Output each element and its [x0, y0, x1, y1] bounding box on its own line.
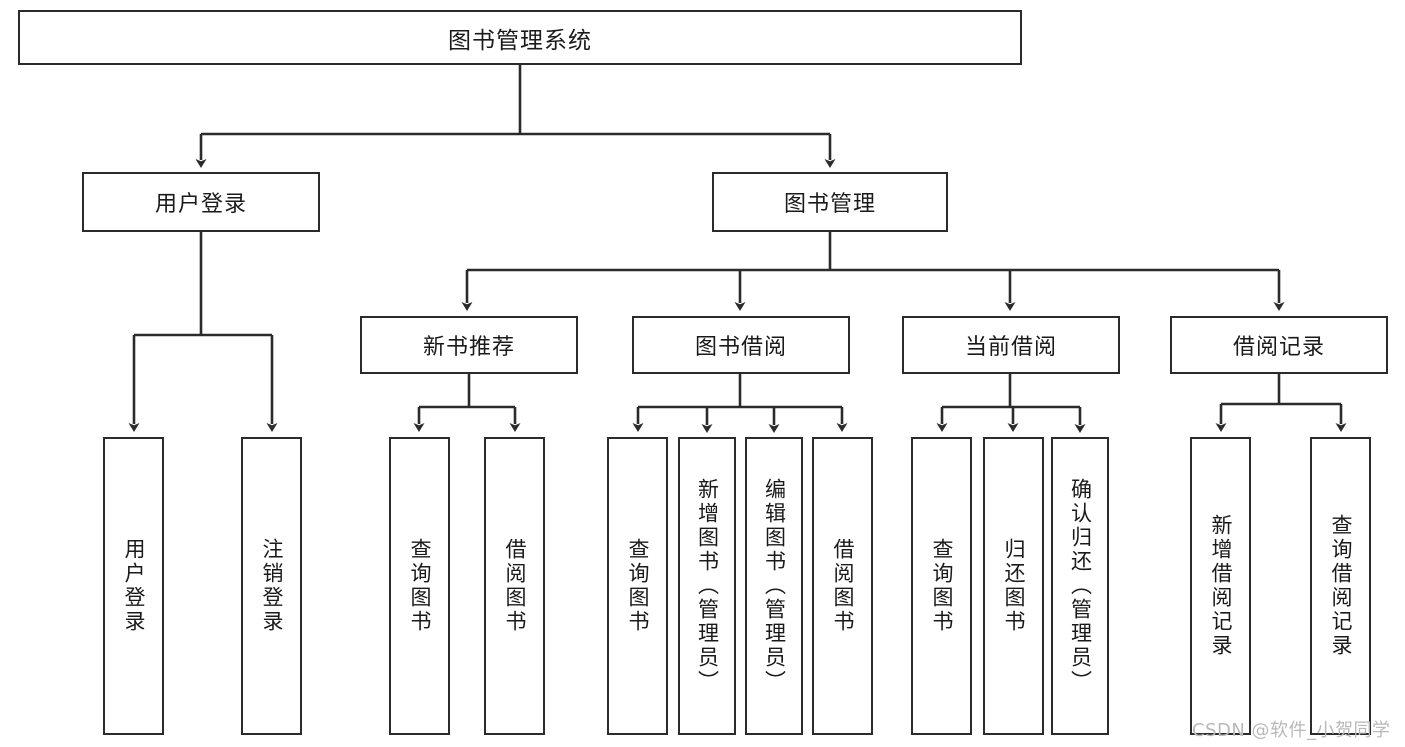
node-label: 当前借阅 — [964, 335, 1057, 360]
leaf-user-login[interactable]: 用户登录 — [103, 437, 164, 735]
node-root-system[interactable]: 图书管理系统 — [18, 10, 1022, 65]
node-label: 查询借阅记录 — [1329, 514, 1353, 658]
node-label: 图书借阅 — [694, 335, 787, 360]
node-label: 新书推荐 — [422, 335, 515, 360]
leaf-query-book-borrow[interactable]: 查询图书 — [607, 437, 668, 735]
node-label: 确认归还（管理员） — [1068, 478, 1093, 694]
node-book-management[interactable]: 图书管理 — [712, 172, 948, 232]
node-user-login[interactable]: 用户登录 — [82, 172, 320, 232]
node-book-borrow[interactable]: 图书借阅 — [632, 316, 850, 374]
node-label: 编辑图书（管理员） — [762, 478, 787, 694]
node-label: 归还图书 — [1002, 538, 1026, 634]
node-label: 查询图书 — [930, 538, 954, 634]
leaf-borrow-book-recommend[interactable]: 借阅图书 — [484, 437, 545, 735]
node-label: 图书管理 — [783, 192, 876, 217]
leaf-query-book-recommend[interactable]: 查询图书 — [389, 437, 450, 735]
csdn-watermark: CSDN @软件_小贺同学 — [1192, 720, 1391, 741]
node-label: 用户登录 — [122, 538, 146, 634]
node-label: 借阅图书 — [503, 538, 527, 634]
node-label: 查询图书 — [626, 538, 650, 634]
node-current-borrow[interactable]: 当前借阅 — [902, 316, 1120, 374]
leaf-query-book-current[interactable]: 查询图书 — [911, 437, 972, 735]
leaf-edit-book-admin[interactable]: 编辑图书（管理员） — [745, 437, 803, 735]
node-label: 借阅图书 — [831, 538, 855, 634]
node-new-book-recommend[interactable]: 新书推荐 — [360, 316, 578, 374]
node-label: 图书管理系统 — [448, 27, 592, 54]
node-label: 新增图书（管理员） — [695, 478, 720, 694]
leaf-return-book[interactable]: 归还图书 — [983, 437, 1044, 735]
node-label: 借阅记录 — [1232, 335, 1325, 360]
leaf-add-book-admin[interactable]: 新增图书（管理员） — [678, 437, 736, 735]
leaf-add-borrow-record[interactable]: 新增借阅记录 — [1190, 437, 1251, 735]
leaf-query-borrow-record[interactable]: 查询借阅记录 — [1310, 437, 1371, 735]
node-borrow-record[interactable]: 借阅记录 — [1170, 316, 1388, 374]
node-label: 用户登录 — [154, 192, 247, 217]
leaf-confirm-return-admin[interactable]: 确认归还（管理员） — [1051, 437, 1109, 735]
leaf-logout[interactable]: 注销登录 — [241, 437, 302, 735]
node-label: 新增借阅记录 — [1209, 514, 1233, 658]
node-label: 查询图书 — [408, 538, 432, 634]
node-label: 注销登录 — [260, 538, 284, 634]
leaf-borrow-book[interactable]: 借阅图书 — [812, 437, 873, 735]
